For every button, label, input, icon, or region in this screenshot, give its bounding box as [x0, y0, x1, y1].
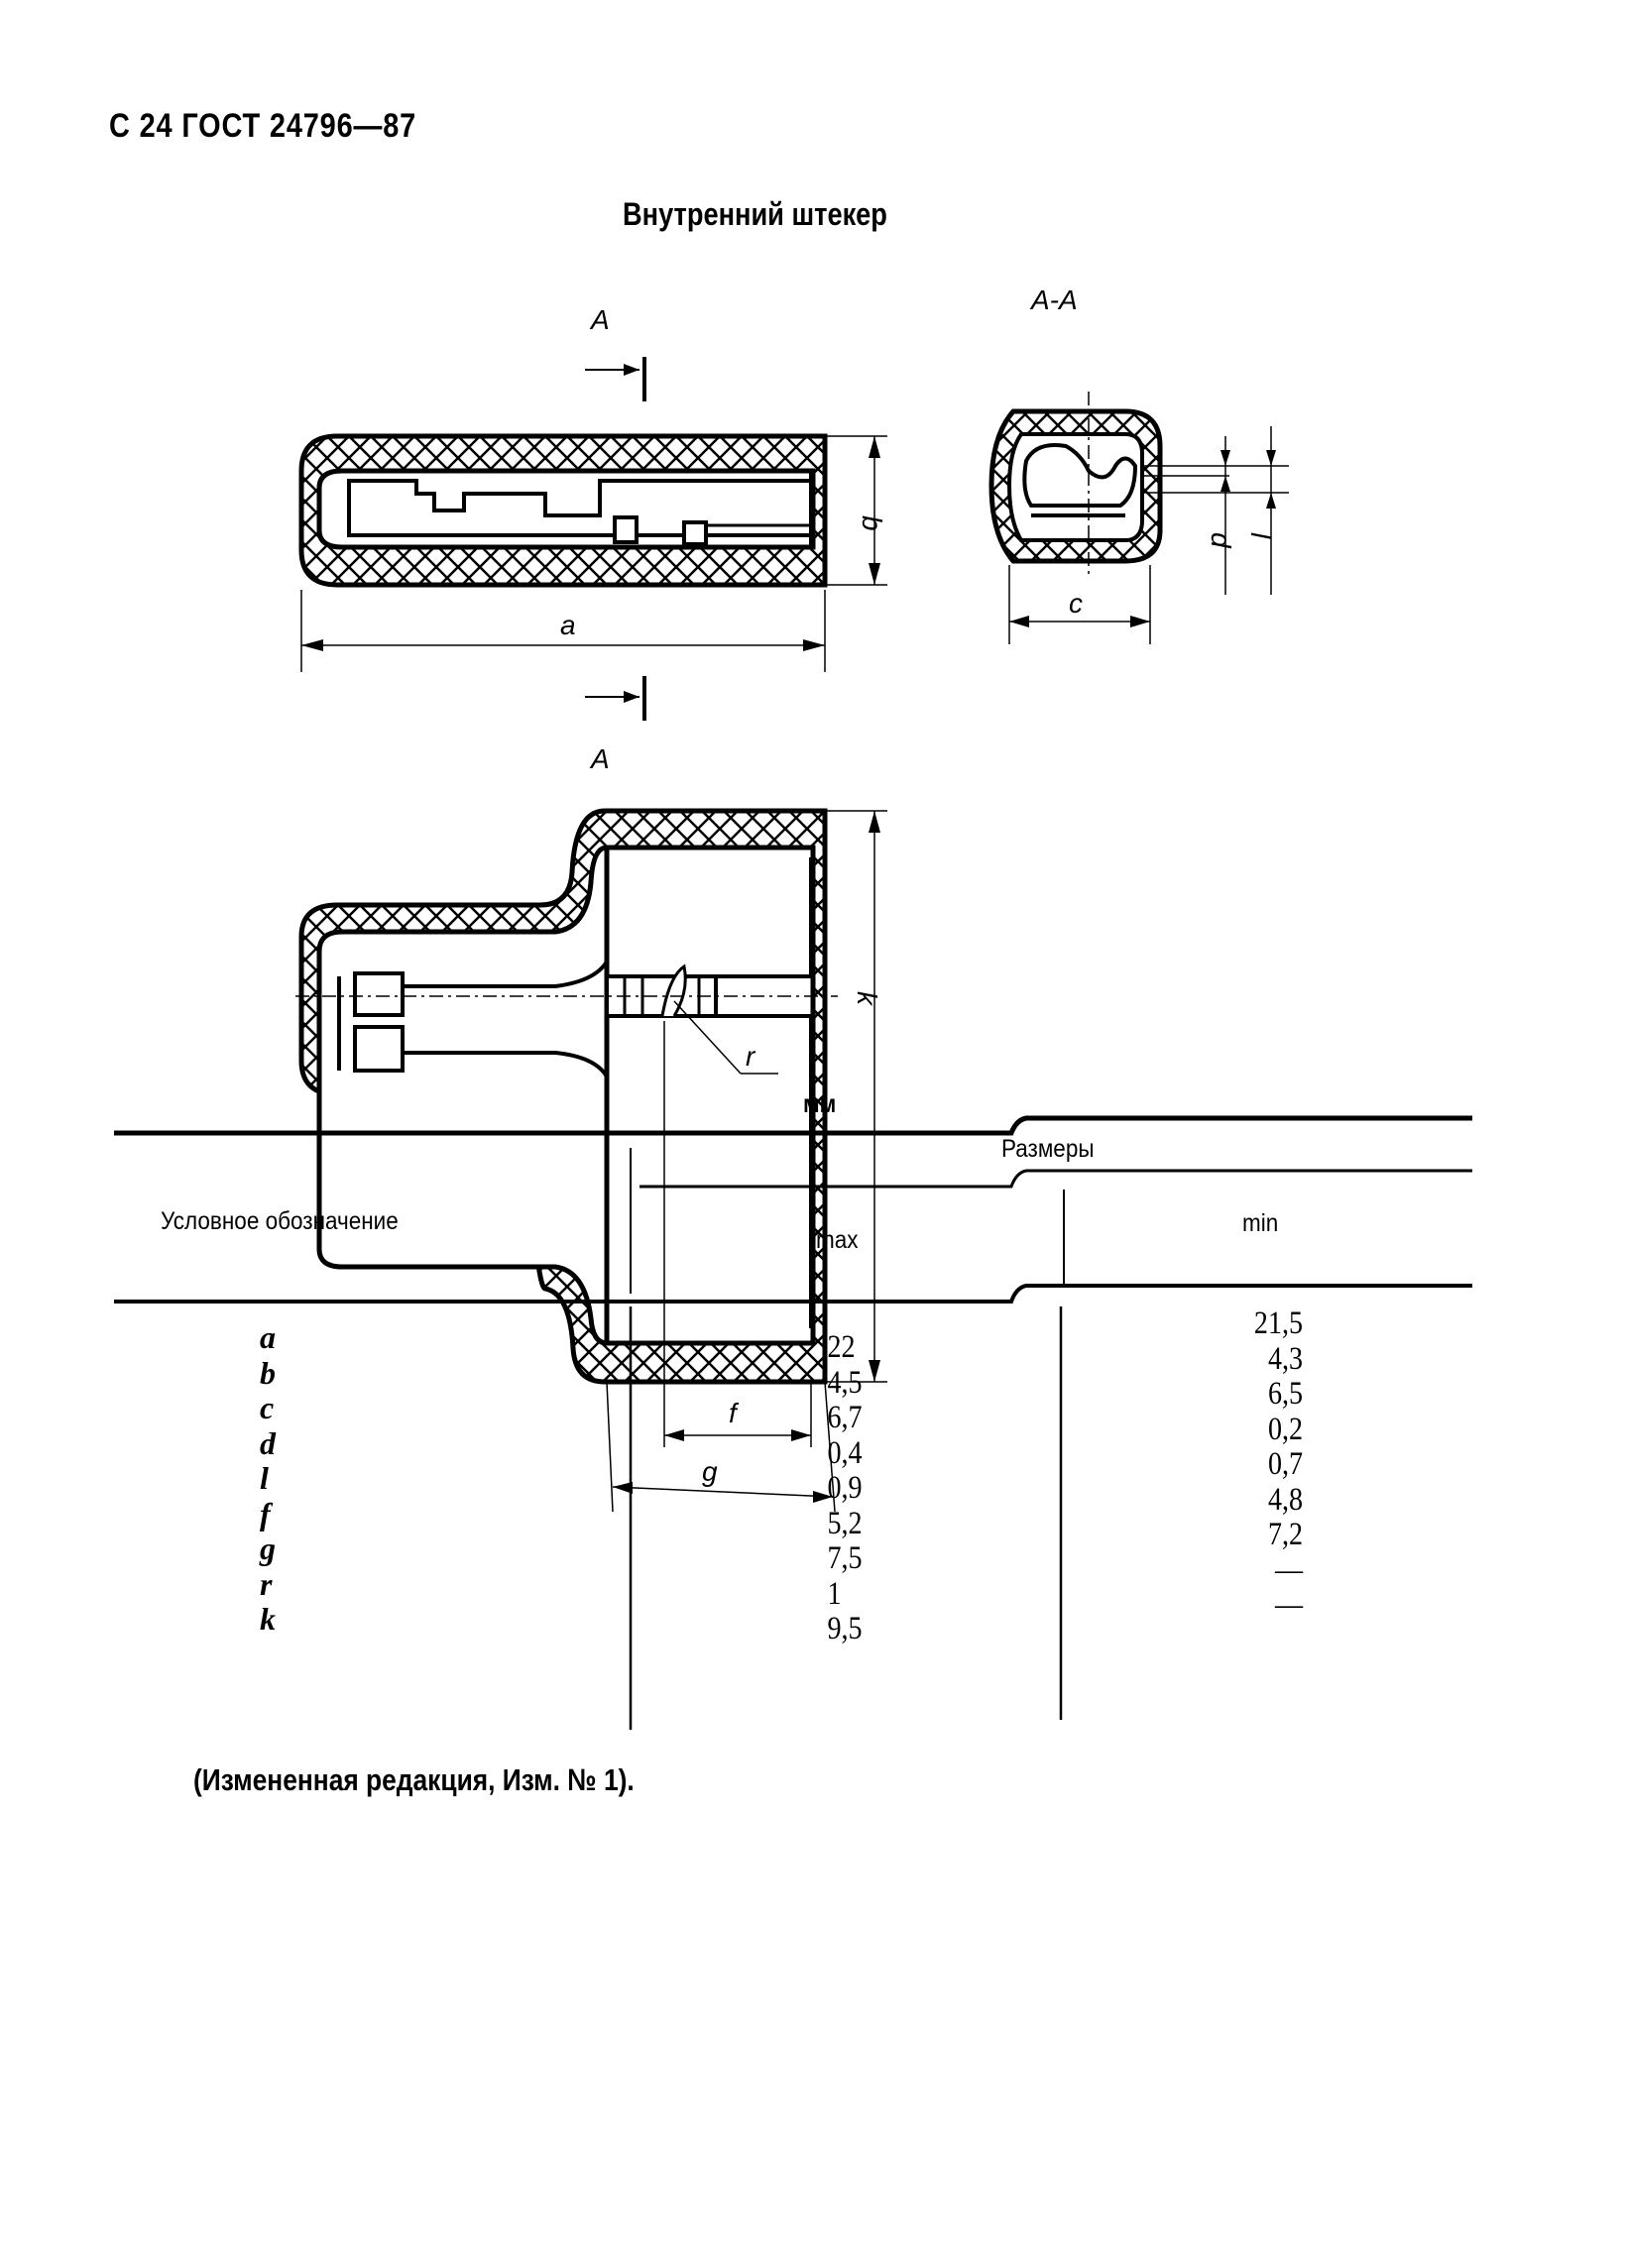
- table-cell-max: 5,2: [827, 1505, 863, 1541]
- table-cell-min: —: [1274, 1587, 1303, 1623]
- table-cell-max: 4,5: [827, 1364, 863, 1401]
- section-mark-bottom: A: [589, 743, 610, 774]
- table-cell-max: 0,9: [827, 1470, 863, 1506]
- table-col-group-header: Размеры: [1001, 1135, 1095, 1163]
- table-cell-max: 7,5: [827, 1540, 863, 1576]
- table-cell-symbol: a: [260, 1319, 276, 1355]
- dim-k-label: k: [852, 991, 882, 1007]
- table-cell-min: 0,2: [1267, 1411, 1303, 1447]
- table-cell-symbol: f: [260, 1495, 271, 1531]
- table-cell-symbol: g: [260, 1531, 276, 1566]
- table-cell-symbol: l: [260, 1460, 269, 1496]
- table-cell-min: 0,7: [1267, 1446, 1303, 1482]
- plug-top-view: [298, 357, 887, 721]
- table-cell-min: 4,3: [1267, 1340, 1303, 1377]
- dim-c-label: c: [1069, 588, 1083, 619]
- table-cell-max: 0,4: [827, 1434, 863, 1471]
- table-cell-symbol: r: [260, 1565, 273, 1602]
- table-rules: [114, 1115, 1472, 1730]
- dim-l-label: l: [1245, 532, 1276, 539]
- plug-side-view: [295, 808, 887, 1513]
- table-cell-min: 7,2: [1267, 1517, 1303, 1552]
- table-cell-symbol: c: [260, 1390, 275, 1425]
- dim-a-label: a: [560, 610, 576, 640]
- dim-b-label: b: [857, 515, 887, 531]
- table-unit: мм: [803, 1090, 837, 1118]
- table-cell-min: 21,5: [1253, 1305, 1303, 1341]
- table-cell-min: 4,8: [1267, 1481, 1303, 1518]
- table-cell-max: 1: [827, 1575, 842, 1612]
- dim-f-label: f: [729, 1398, 740, 1428]
- dim-d-label: d: [1206, 532, 1236, 549]
- footnote: (Измененная редакция, Изм. № 1).: [193, 1762, 635, 1797]
- table-col-max-header: max: [816, 1226, 859, 1254]
- dim-r-label: r: [746, 1041, 756, 1072]
- table-cell-symbol: d: [260, 1424, 276, 1461]
- table-col-min-header: min: [1242, 1209, 1279, 1237]
- table-cell-symbol: k: [260, 1601, 276, 1637]
- section-mark-top: A: [589, 304, 610, 335]
- table-cell-symbol: b: [260, 1354, 276, 1391]
- figure-title: Внутренний штекер: [623, 196, 887, 232]
- dim-g-label: g: [702, 1456, 718, 1487]
- table-cell-min: 6,5: [1267, 1376, 1303, 1412]
- table-cell-min: —: [1274, 1551, 1303, 1588]
- section-a-a-view: [988, 392, 1289, 644]
- page-header: С 24 ГОСТ 24796—87: [109, 107, 417, 145]
- table-cell-max: 6,7: [827, 1400, 863, 1435]
- table-cell-max: 9,5: [827, 1611, 863, 1646]
- table-cell-max: 22: [827, 1329, 856, 1365]
- section-title: A-A: [1029, 284, 1078, 315]
- table-col-symbol-header: Условное обозначение: [161, 1207, 399, 1235]
